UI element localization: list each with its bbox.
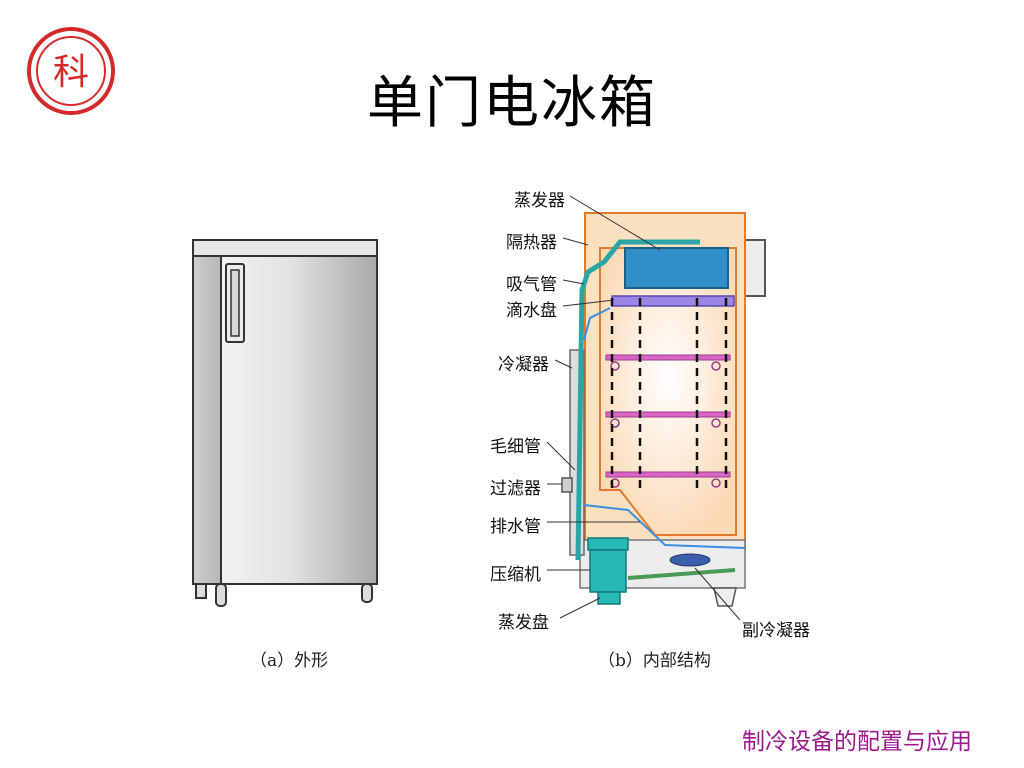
label-condenser: 冷凝器 [498,355,549,375]
label-aux-condenser: 副冷凝器 [742,621,810,641]
fridge-exterior [192,239,378,607]
label-filter: 过滤器 [490,479,541,499]
school-logo: 科 [27,27,115,115]
label-insulation: 隔热器 [506,233,557,253]
label-capillary: 毛细管 [490,437,541,457]
label-drain-pipe: 排水管 [490,517,541,537]
label-suction-pipe: 吸气管 [506,275,557,295]
caption-exterior: （a）外形 [250,651,329,671]
fridge-interior [546,195,766,621]
label-evaporator: 蒸发器 [514,191,565,211]
caption-interior: （b）内部结构 [598,651,711,671]
logo-text: 科 [53,52,89,93]
slide-title: 单门电冰箱 [367,71,657,136]
label-compressor: 压缩机 [490,565,541,585]
label-evap-tray: 蒸发盘 [498,613,549,633]
course-footer: 制冷设备的配置与应用 [742,729,972,755]
label-drip-tray: 滴水盘 [506,301,557,321]
